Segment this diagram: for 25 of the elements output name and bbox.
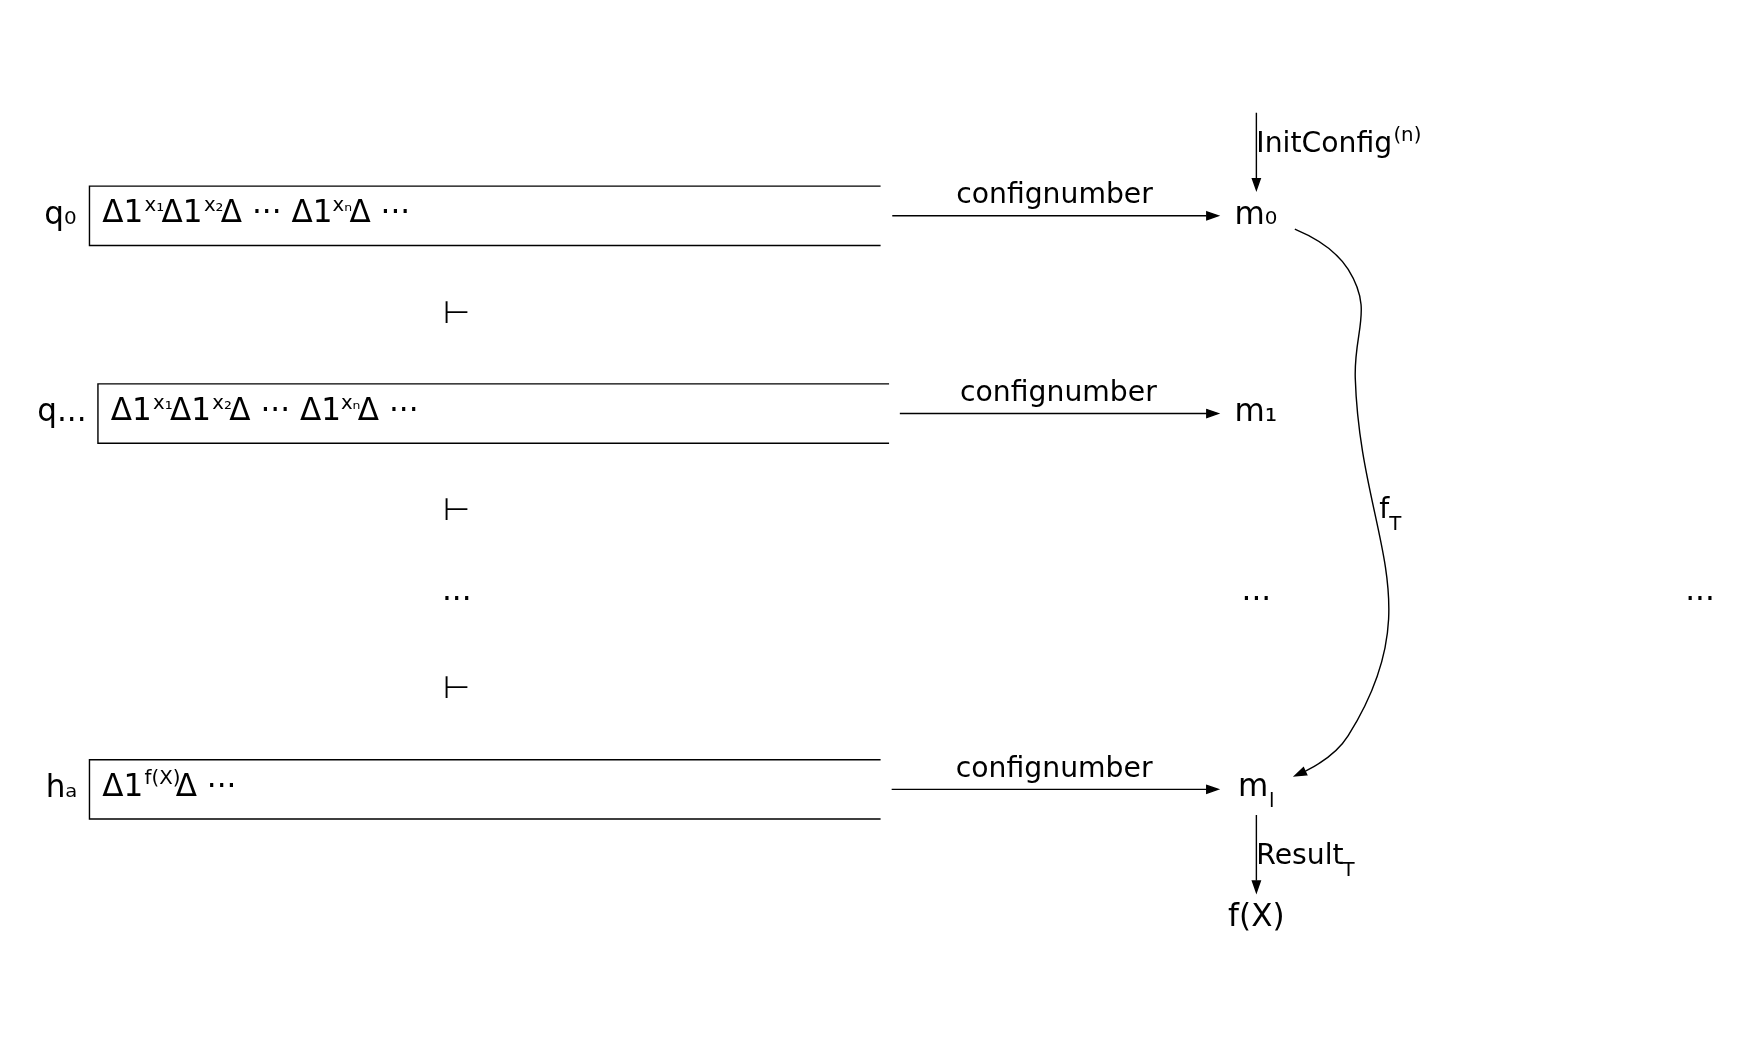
node-text: ··· — [1241, 580, 1272, 617]
label: ⊢ — [442, 669, 470, 706]
edge-label: confignumber — [956, 177, 1153, 211]
label: ⊢ — [442, 293, 470, 330]
edge-label: confignumber — [960, 374, 1157, 408]
node-text: q₀ Δ1$^{x₁}$Δ1$^{x₂}$Δ ··· Δ1$^{xₙ}$Δ ··· — [44, 192, 411, 231]
arrow — [890, 784, 1221, 795]
node-text: hₐ Δ1$^{f(X)}$Δ ··· — [45, 766, 237, 805]
label: ⊢ — [442, 491, 470, 528]
arrow — [1292, 228, 1390, 777]
arrow — [1251, 814, 1262, 895]
arrow — [899, 408, 1221, 419]
arrow — [891, 210, 1221, 221]
edge-label: confignumber — [955, 750, 1153, 784]
node-text: f(X) — [1228, 896, 1285, 933]
edge-label: Result$_{T}$ — [1256, 838, 1355, 881]
edge-label: InitConfig$^{(n)}$ — [1256, 122, 1422, 160]
node-text: m$_{l}$ — [1238, 766, 1275, 813]
node-text: m₁ — [1234, 392, 1278, 429]
arrow — [1251, 112, 1262, 193]
node-text: m₀ — [1234, 194, 1278, 231]
label: ··· — [441, 580, 472, 617]
node-text: q... Δ1$^{x₁}$Δ1$^{x₂}$Δ ··· Δ1$^{xₙ}$Δ ··· — [37, 390, 419, 429]
edge-label: f$_{T}$ — [1379, 492, 1402, 535]
label: ··· — [1685, 580, 1715, 617]
